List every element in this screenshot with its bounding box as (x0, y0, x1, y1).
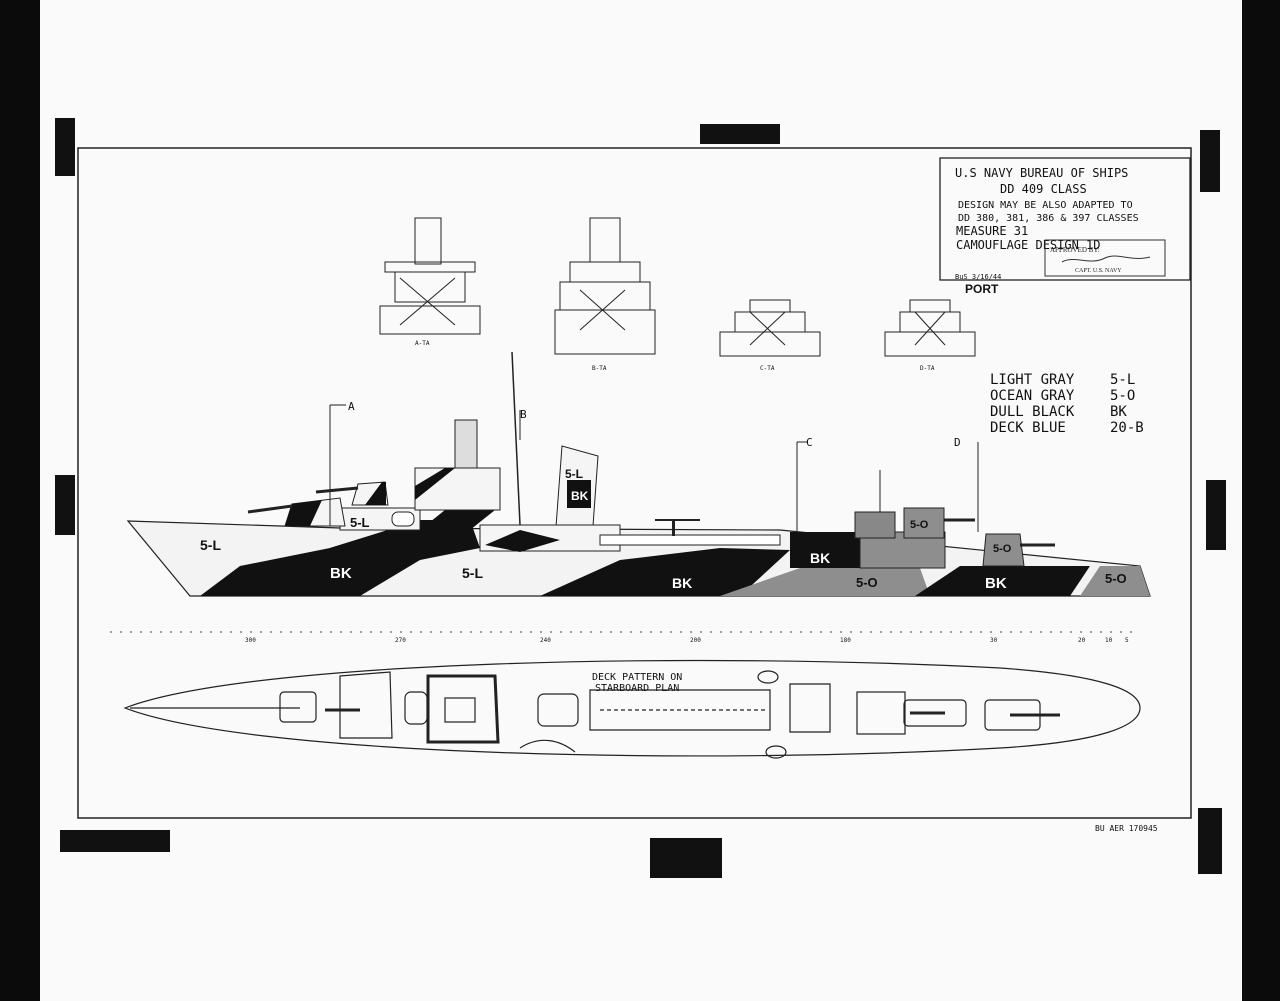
approved-label: APPROVED BY: (1050, 246, 1100, 254)
aft-gun-mount-5 (982, 533, 1025, 567)
ship-profile: 5-L 5-L 5-L 5-L BK BK BK BK BK 5-O 5-O 5… (126, 351, 1151, 597)
marker-a: A (348, 400, 355, 413)
label-bk-3: BK (810, 550, 830, 566)
section-label-d: D-TA (920, 365, 935, 372)
legend-name-1: OCEAN GRAY (990, 388, 1075, 404)
color-legend: LIGHT GRAY 5-L OCEAN GRAY 5-O DULL BLACK… (990, 372, 1144, 436)
marker-d: D (954, 436, 961, 449)
gun-barrel-2 (315, 486, 359, 494)
bridge-upper (414, 467, 501, 511)
legend-name-0: LIGHT GRAY (990, 372, 1075, 388)
scale-2: 240 (540, 637, 551, 644)
legend-name-3: DECK BLUE (990, 420, 1066, 436)
tape-top (700, 124, 780, 144)
deck-note-line2: STARBOARD PLAN (595, 683, 679, 694)
section-label-a: A-TA (415, 340, 430, 347)
section-view-b (554, 217, 656, 355)
label-stack-bk: BK (571, 489, 589, 503)
legend-code-1: 5-O (1110, 388, 1135, 404)
scale-0: 300 (245, 637, 256, 644)
marker-c: C (806, 436, 813, 449)
gun-mount-1-bk (285, 500, 322, 526)
title-line-4: DD 380, 381, 386 & 397 CLASSES (958, 213, 1139, 224)
section-label-c: C-TA (760, 365, 775, 372)
label-og-1: 5-O (856, 575, 878, 590)
title-line-3: DESIGN MAY BE ALSO ADAPTED TO (958, 200, 1133, 211)
print-sheet (40, 0, 1242, 1001)
label-bk-4: BK (985, 575, 1007, 592)
tape-left-bot (60, 830, 170, 852)
hull-bk-patch-2 (540, 548, 790, 596)
section-view-a (379, 217, 481, 335)
legend-code-0: 5-L (1110, 372, 1135, 388)
label-bow: 5-L (200, 537, 221, 553)
title-line-2: DD 409 CLASS (1000, 182, 1087, 196)
tape-right-top (1200, 130, 1220, 192)
hull-bk-patch-1b (300, 520, 480, 596)
tape-left-mid (55, 475, 75, 535)
tape-bottom (650, 838, 722, 878)
aft-gun-mount-3 (854, 511, 896, 539)
deck-plan (123, 659, 1141, 759)
label-stack-top: 5-L (565, 467, 583, 481)
label-og-3: 5-O (910, 519, 929, 531)
deck-outline (123, 659, 1141, 757)
label-bridge: 5-L (350, 515, 370, 530)
legend-name-2: DULL BLACK (990, 404, 1075, 420)
section-view-d (884, 299, 976, 357)
bridge-window (391, 511, 415, 527)
hull-og-patch-2 (1080, 566, 1150, 596)
section-label-b: B-TA (592, 365, 607, 372)
tape-right-bot (1198, 808, 1222, 874)
deck-note-line1: DECK PATTERN ON (592, 672, 682, 683)
title-block: U.S NAVY BUREAU OF SHIPS DD 409 CLASS DE… (939, 157, 1191, 296)
scale-7: 10 (1105, 637, 1113, 644)
signature-mark (1061, 255, 1151, 263)
date-note: BuS 3/16/44 (955, 273, 1001, 281)
scale-5: 30 (990, 637, 998, 644)
tape-left-top (55, 118, 75, 176)
tube-mount (599, 534, 781, 546)
title-line-1: U.S NAVY BUREAU OF SHIPS (955, 166, 1128, 180)
bottom-reference: BU AER 170945 (1095, 824, 1158, 833)
scale-ruler: 300 270 240 200 180 30 20 10 5 (110, 631, 1140, 644)
approved-title: CAPT. U.S. NAVY (1075, 268, 1122, 274)
scale-1: 270 (395, 637, 406, 644)
label-bk-2: BK (672, 575, 692, 591)
drawing-border (77, 147, 1192, 819)
label-og-2: 5-O (1105, 571, 1127, 586)
title-line-6: CAMOUFLAGE DESIGN 1D (956, 238, 1101, 252)
aft-gun-mount-4 (903, 507, 945, 539)
midship-bk (485, 530, 560, 552)
legend-code-3: 20-B (1110, 420, 1144, 436)
director (454, 419, 478, 469)
tape-right-mid (1206, 480, 1226, 550)
hull-bk-patch-3 (915, 566, 1090, 596)
mast (511, 351, 521, 526)
bridge-deck-thick (426, 674, 500, 744)
scale-6: 20 (1078, 637, 1086, 644)
bridge-upper-bk (415, 468, 455, 500)
aft-deckhouse-bk (790, 532, 860, 568)
gun-barrel-1 (247, 504, 293, 514)
section-view-c (719, 299, 821, 357)
label-og-4: 5-O (993, 543, 1012, 555)
label-mid: 5-L (462, 565, 483, 581)
scale-3: 200 (690, 637, 701, 644)
scale-4: 180 (840, 637, 851, 644)
title-line-5: MEASURE 31 (956, 224, 1028, 238)
funnel-bk-patch (567, 480, 591, 508)
side-label: PORT (965, 282, 999, 296)
scale-8: 5 (1125, 637, 1129, 644)
aft-director-post (672, 520, 675, 536)
hull-og-patch-1 (720, 568, 930, 596)
gun-mount-2-bk (365, 482, 386, 505)
marker-b: B (520, 408, 527, 421)
legend-code-2: BK (1110, 404, 1127, 420)
label-bk-1: BK (330, 565, 352, 582)
